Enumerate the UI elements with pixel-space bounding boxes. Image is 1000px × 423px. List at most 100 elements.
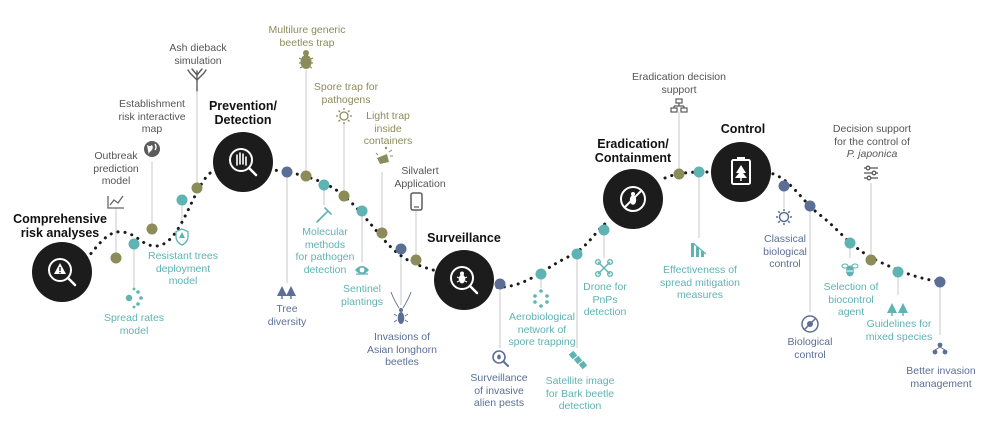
node-multilure [300,170,312,182]
stage-title-surveillance: Surveillance [427,231,501,245]
stage-prevention-circle [213,132,273,192]
label-line: mixed species [865,330,933,343]
mixed-trees-icon [887,303,908,316]
label-line: Selection of [823,281,879,293]
label-line: risk interactive [118,110,186,123]
label-line: spore trapping [508,336,576,348]
virus-icon [776,209,792,225]
label-line: for pathogen [295,251,355,263]
search-bug-icon [450,266,479,295]
search-alert-icon [48,258,77,287]
globe-icon [144,141,160,157]
label-line: map [141,123,163,135]
label-tree-diversity: Tree diversity [268,303,307,328]
label-biological: Biological control [788,336,833,361]
trees-icon [277,286,296,299]
node-biological [804,200,816,212]
label-establishment: Establishment risk interactive map [118,98,185,136]
label-line: Decision support [832,123,912,135]
node-eradication-support [673,168,685,180]
drone-icon [595,259,614,278]
label-line: detection [303,263,347,276]
label-line: P. japonica [846,148,898,160]
curve-nodes [110,166,946,290]
label-line: Tree [276,303,298,315]
stage-title-control: Control [721,122,765,136]
stage-title-risk: Comprehensive risk analyses [13,212,107,240]
label-line: network of [517,323,567,336]
node-asian-longhorn [395,243,407,255]
node-outbreak [110,252,122,264]
stage-surveillance-circle [434,250,494,310]
label-line: Classical [763,233,806,245]
label-line: Spread rates [103,312,165,324]
stage-title-eradication: Eradication/ Containment [595,137,671,165]
label-line: Silvalert [401,165,439,177]
label-line: Light trap [366,110,410,122]
label-line: Satellite image [545,375,615,387]
label-line: methods [304,238,346,251]
label-line: beetles [385,356,419,368]
node-resistant-trees [176,194,188,206]
sliders-icon [864,165,878,181]
longhorn-beetle-icon [390,291,412,324]
label-multilure: Multilure generic beetles trap [268,24,345,49]
label-line: detection [583,306,627,318]
node-better-invasion [934,276,946,288]
connector-lines [115,70,941,348]
label-line: Guidelines for [866,318,932,330]
label-line: Outbreak [94,150,138,162]
label-classical-bio: Classical biological control [763,233,807,271]
shield-tree-icon [175,228,189,246]
label-eradication-support: Eradication decision support [632,71,726,96]
label-line: prediction [93,162,139,175]
node-biocontrol-agent [844,237,856,249]
node-satellite [571,248,583,260]
label-line: inside [374,122,402,135]
magnifier-bug-icon [492,350,509,367]
lamp-icon [375,146,393,164]
label-biocontrol-agent: Selection of biocontrol agent [824,281,879,319]
stage-risk-circle [32,242,92,302]
no-bug-icon [620,186,646,212]
label-line: Aerobiological [509,311,575,323]
label-line: Asian longhorn [366,343,438,356]
label-line: Establishment [119,98,185,110]
node-spore-trap [338,190,350,202]
node-ash-dieback [191,182,203,194]
label-line: simulation [174,54,222,67]
people-network-icon [932,342,948,355]
stage-title-line: risk analyses [20,226,100,240]
label-line: Better invasion [906,365,976,377]
label-spread-mitigation: Effectiveness of spread mitigation measu… [660,264,740,302]
label-aerobiological: Aerobiological network of spore trapping [508,311,575,349]
label-asian-longhorn: Invasions of Asian longhorn beetles [367,331,437,369]
node-surveillance-ias [494,278,506,290]
node-silvalert [410,254,422,266]
stage-title-line: Containment [594,151,672,165]
label-line: Drone for [583,281,627,293]
chart-icon [107,195,124,209]
stage-title-line: Prevention/ [208,99,278,113]
spore-icon [336,108,352,124]
no-virus-icon [801,315,819,333]
label-decision-japonica: Decision support for the control of P. j… [833,123,911,161]
label-line: model [168,275,198,287]
label-drone: Drone for PnPs detection [583,281,627,319]
spread-icon [125,287,143,309]
label-better-invasion: Better invasion management [906,365,975,390]
label-line: diversity [267,315,307,328]
label-line: deployment [155,262,211,275]
satellite-icon [568,350,588,370]
label-mixed-species: Guidelines for mixed species [866,318,933,343]
stage-title-line: Surveillance [427,231,501,245]
label-line: Eradication decision [632,71,726,83]
node-light-trap [376,227,388,239]
label-line: model [119,324,149,337]
label-silvalert: Silvalert Application [394,165,445,190]
node-decision-japonica [865,254,877,266]
label-molecular: Molecular methods for pathogen detection [296,226,355,276]
search-hand-icon [229,148,258,177]
node-molecular [318,179,330,191]
